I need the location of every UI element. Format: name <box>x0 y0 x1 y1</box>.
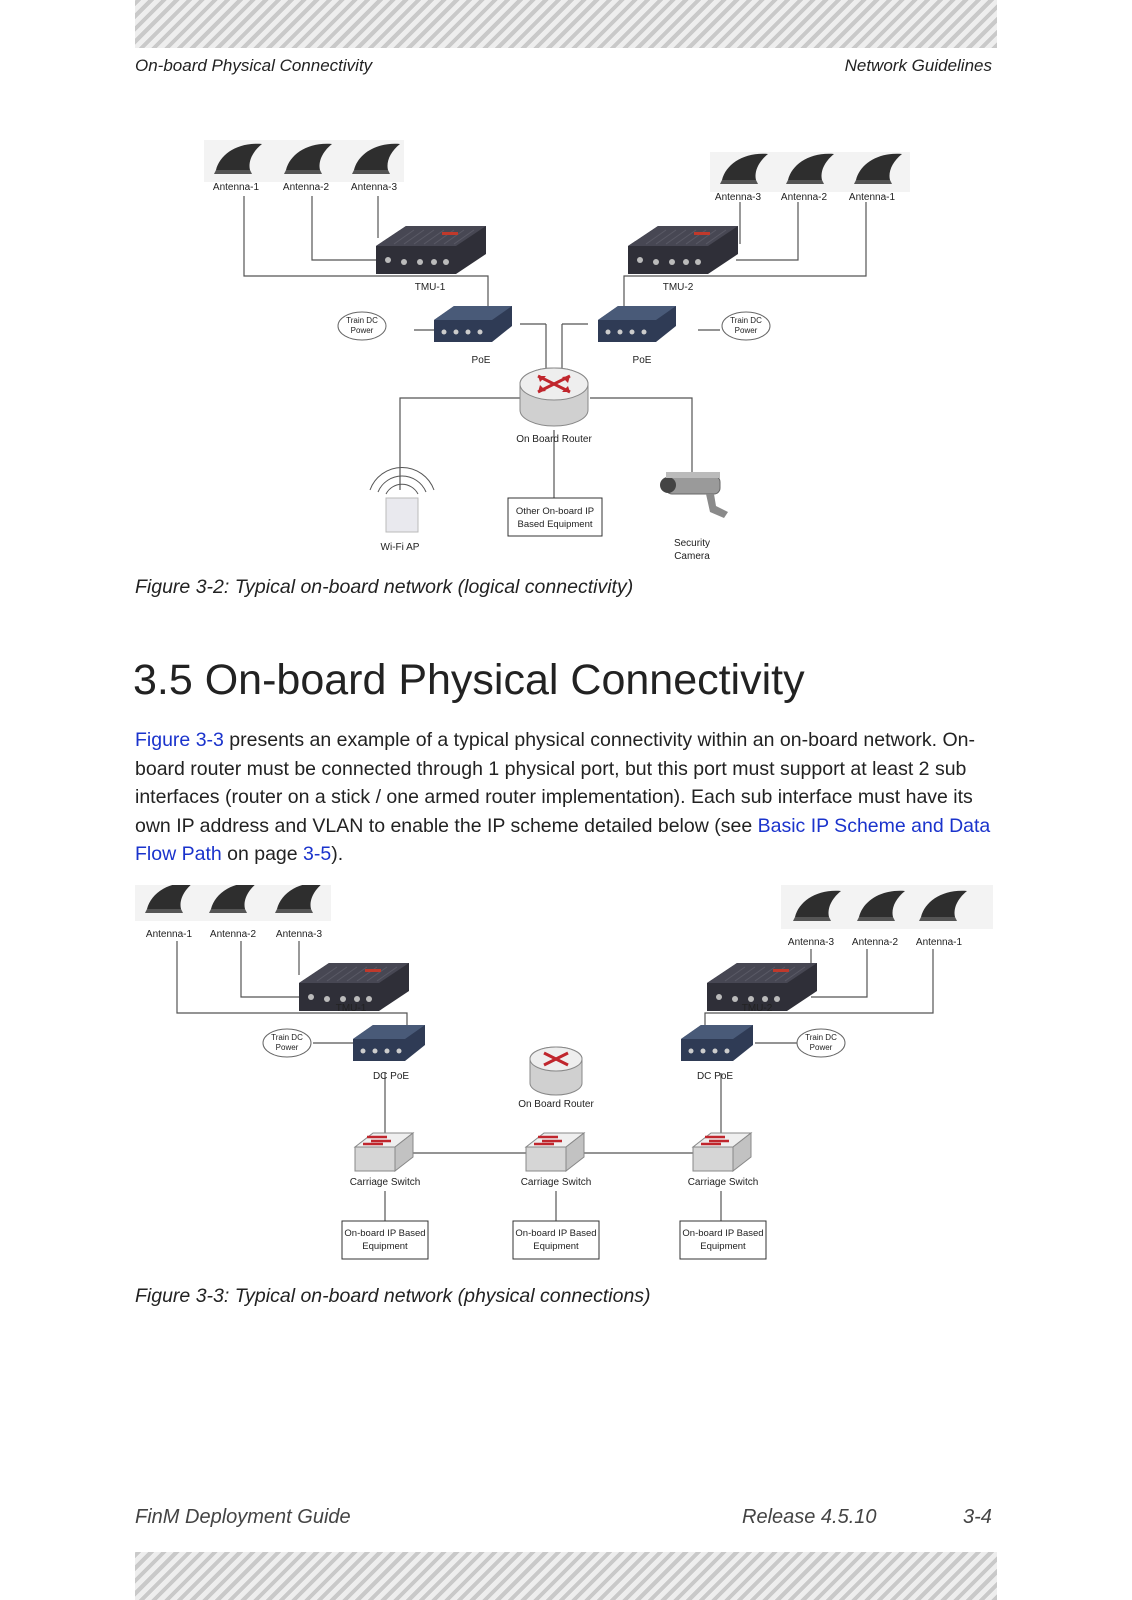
antenna-label: Antenna-2 <box>283 182 330 193</box>
power-label: Power <box>735 326 758 335</box>
router-icon <box>518 366 590 428</box>
equipment-label: Equipment <box>700 1241 746 1252</box>
tmu1-label: TMU-1 <box>415 282 446 293</box>
footer-band <box>135 1552 997 1600</box>
antenna-label: Antenna-1 <box>213 182 260 193</box>
footer-page-number: 3-4 <box>963 1506 992 1528</box>
tmu-device-icon <box>627 225 739 275</box>
antenna-label: Antenna-2 <box>852 937 899 948</box>
router-label: On Board Router <box>518 1099 594 1110</box>
antenna-label: Antenna-3 <box>715 192 762 203</box>
security-camera-icon <box>660 472 728 518</box>
antenna-label: Antenna-1 <box>146 929 193 940</box>
antenna-label: Antenna-3 <box>351 182 398 193</box>
footer-release: Release 4.5.10 <box>742 1506 877 1528</box>
poe-label: PoE <box>472 355 491 366</box>
antenna-label: Antenna-1 <box>916 937 963 948</box>
switch-icon <box>691 1131 753 1173</box>
poe-label: DC PoE <box>373 1071 409 1082</box>
antenna-label: Antenna-3 <box>788 937 835 948</box>
router-icon <box>528 1045 584 1097</box>
body-paragraph: Figure 3-3 presents an example of a typi… <box>135 726 1005 869</box>
page-link[interactable]: 3-5 <box>303 843 332 865</box>
equipment-label: On-board IP Based <box>515 1228 596 1239</box>
header-band <box>135 0 997 48</box>
figure-physical-connections: Antenna-1 Antenna-2 Antenna-3 Antenna-3 … <box>135 885 993 1260</box>
other-equipment-label: Other On-board IP <box>516 506 594 517</box>
tmu2-label: TMU-2 <box>742 1003 773 1014</box>
power-label: Train DC <box>805 1033 837 1042</box>
paragraph-text: presents an example of a typical physica… <box>135 729 976 837</box>
power-label: Train DC <box>730 316 762 325</box>
equipment-label: Equipment <box>533 1241 579 1252</box>
header-chapter-name: Network Guidelines <box>844 56 992 75</box>
other-equipment-label: Based Equipment <box>518 519 593 530</box>
header-section-name: On-board Physical Connectivity <box>135 56 373 75</box>
poe-label: PoE <box>633 355 652 366</box>
tmu-device-icon <box>375 225 487 275</box>
footer-title: FinM Deployment Guide <box>135 1506 351 1528</box>
camera-label: Camera <box>674 551 710 562</box>
switch-label: Carriage Switch <box>350 1177 421 1188</box>
power-label: Power <box>276 1043 299 1052</box>
camera-label: Security <box>674 538 710 549</box>
antenna-label: Antenna-2 <box>781 192 828 203</box>
antenna-label: Antenna-3 <box>276 929 323 940</box>
figure-logical-connectivity: Antenna-1 Antenna-2 Antenna-3 Antenna-3 … <box>204 140 910 562</box>
poe-device-icon <box>681 1025 753 1061</box>
switch-icon <box>353 1131 415 1173</box>
switch-label: Carriage Switch <box>521 1177 592 1188</box>
section-title: 3.5 On-board Physical Connectivity <box>133 656 805 704</box>
figure-link[interactable]: Figure 3-3 <box>135 729 224 751</box>
poe-device-icon <box>598 306 676 342</box>
switch-icon <box>524 1131 586 1173</box>
figure-caption: Figure 3-2: Typical on-board network (lo… <box>135 576 634 598</box>
figure-caption: Figure 3-3: Typical on-board network (ph… <box>135 1285 651 1307</box>
wifi-label: Wi-Fi AP <box>381 542 420 553</box>
paragraph-text: on page <box>221 843 304 865</box>
equipment-label: On-board IP Based <box>682 1228 763 1239</box>
router-label: On Board Router <box>516 434 592 445</box>
antenna-label: Antenna-1 <box>849 192 896 203</box>
paragraph-text: ). <box>331 843 344 865</box>
power-label: Power <box>810 1043 833 1052</box>
equipment-label: Equipment <box>362 1241 408 1252</box>
poe-device-icon <box>434 306 512 342</box>
power-label: Power <box>351 326 374 335</box>
power-label: Train DC <box>271 1033 303 1042</box>
tmu2-label: TMU-2 <box>663 282 694 293</box>
wifi-ap-icon <box>369 466 435 533</box>
switch-label: Carriage Switch <box>688 1177 759 1188</box>
antenna-label: Antenna-2 <box>210 929 257 940</box>
equipment-label: On-board IP Based <box>344 1228 425 1239</box>
tmu1-label: TMU-1 <box>336 1003 367 1014</box>
power-label: Train DC <box>346 316 378 325</box>
poe-device-icon <box>353 1025 425 1061</box>
poe-label: DC PoE <box>697 1071 733 1082</box>
section-link[interactable]: Basic IP Scheme and Data Flow Path <box>135 814 991 866</box>
